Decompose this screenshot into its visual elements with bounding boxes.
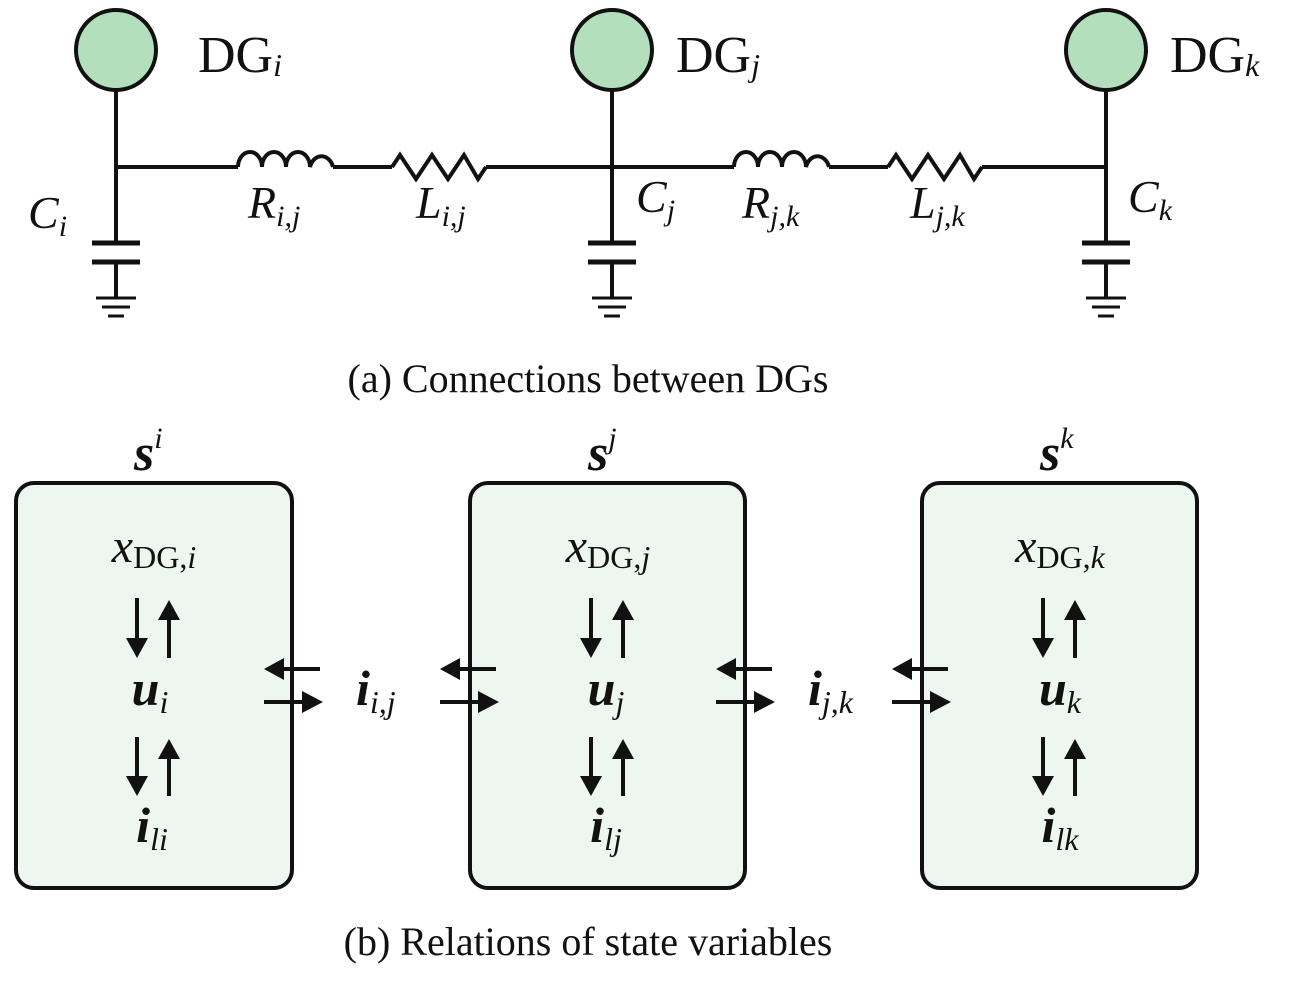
inductance-label-ij: Li,j: [415, 177, 466, 233]
dg-state-label-j: xDG,j: [565, 520, 651, 575]
line-current-label-ij: ii,j: [356, 660, 396, 720]
state-box-j: [468, 481, 747, 890]
arrow-pair: [580, 737, 634, 796]
state-box-k: [920, 481, 1199, 890]
exchange-arrow: [892, 658, 951, 713]
circuit-panel: DGi DGj DGk Ci Cj Ck Ri,j Li,j Rj,k Lj,k…: [28, 8, 1260, 401]
resistance-label-ij: Ri,j: [247, 177, 300, 233]
vertical-arrows: [126, 598, 1086, 796]
arrow-pair: [580, 598, 634, 658]
dg-label-i: DGi: [198, 27, 282, 84]
voltage-label-j: uj: [588, 660, 625, 720]
dg-state-label-k: xDG,k: [1014, 520, 1106, 575]
voltage-label-i: ui: [132, 660, 169, 720]
arrow-pair: [126, 598, 180, 658]
state-vector-label-k: sk: [1039, 422, 1074, 482]
resistor-jk: [886, 151, 984, 183]
dg-state-label-i: xDG,i: [111, 520, 196, 575]
load-current-label-i: ili: [136, 797, 168, 857]
arrow-pair: [126, 737, 180, 796]
dg-node-k: [1064, 8, 1148, 92]
state-box-i: [14, 481, 294, 890]
arrow-pair: [1032, 737, 1086, 796]
capacitor-label-k: Ck: [1128, 171, 1173, 227]
dg-node-j: [570, 8, 654, 92]
node-column-i: [74, 8, 158, 318]
resistor-ij: [390, 151, 488, 183]
inductor-ij: [236, 150, 335, 168]
resistance-label-jk: Rj,k: [741, 177, 800, 233]
node-column-j: [570, 8, 654, 318]
capacitor-label-i: Ci: [28, 187, 67, 243]
load-current-label-k: ilk: [1042, 797, 1080, 857]
arrow-pair: [1032, 598, 1086, 658]
voltage-label-k: uk: [1039, 660, 1082, 720]
horizontal-arrows: [264, 658, 951, 713]
load-current-label-j: ilj: [590, 797, 622, 857]
caption-a: (a) Connections between DGs: [348, 356, 829, 401]
state-vector-label-i: si: [133, 422, 163, 482]
inductor-jk: [732, 150, 831, 168]
node-column-k: [1064, 8, 1148, 318]
exchange-arrow: [716, 658, 775, 713]
capacitor-label-j: Cj: [636, 171, 675, 227]
dg-node-i: [74, 8, 158, 92]
inductance-label-jk: Lj,k: [909, 177, 965, 233]
state-vector-label-j: sj: [587, 422, 617, 482]
exchange-arrow: [264, 658, 323, 713]
exchange-arrow: [440, 658, 499, 713]
state-panel: si sj sk xDG,i xDG,j xDG,k ui uj uk ili …: [14, 422, 1199, 964]
line-current-label-jk: ij,k: [808, 660, 854, 720]
dg-label-j: DGj: [676, 27, 760, 84]
caption-b: (b) Relations of state variables: [344, 919, 833, 964]
dg-label-k: DGk: [1170, 27, 1260, 84]
